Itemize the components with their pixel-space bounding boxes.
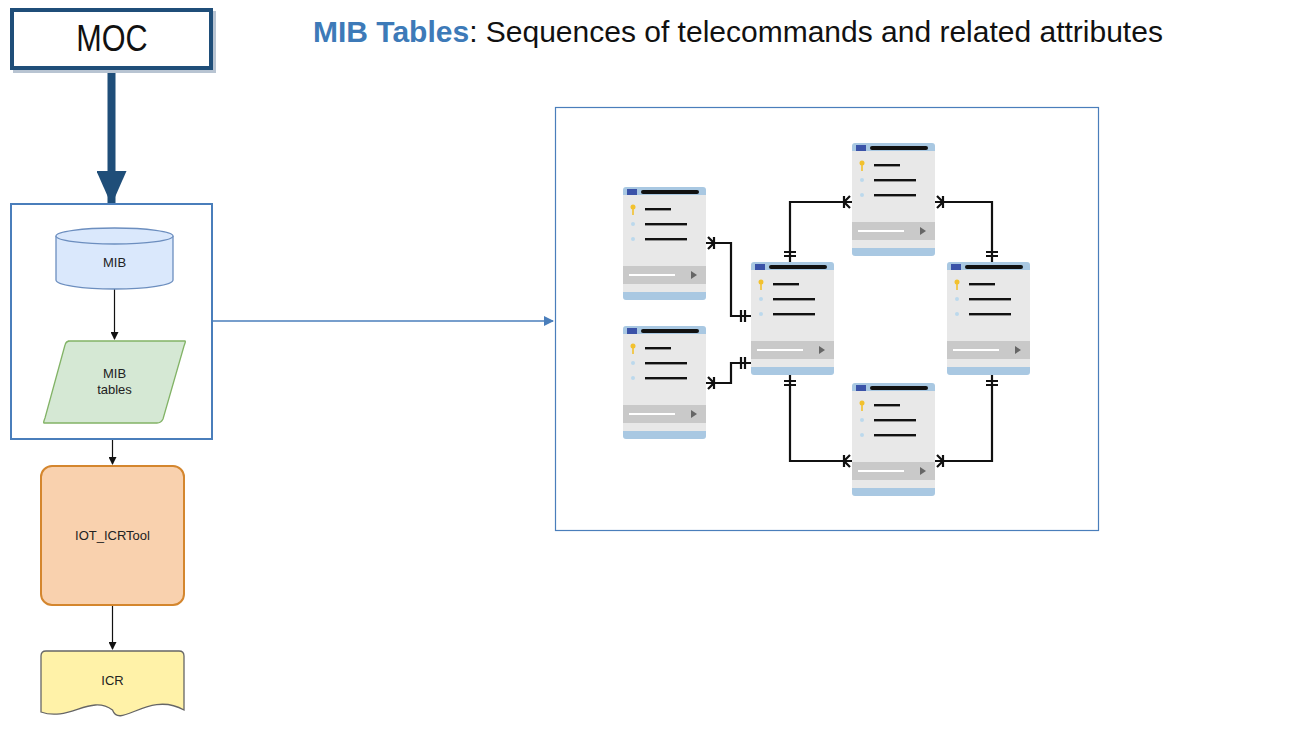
- subtitle-text: : Sequences of telecommands and related …: [469, 15, 1163, 48]
- leader-line: [213, 320, 553, 322]
- process-box: IOT_ICRTool: [40, 465, 185, 606]
- document-shape: ICR: [40, 650, 185, 720]
- table-icon: [623, 326, 706, 439]
- table-icon: [852, 383, 935, 496]
- node-label: ICR: [101, 673, 123, 689]
- data-parallelogram: MIB tables: [42, 340, 187, 424]
- node-label: IOT_ICRTool: [75, 528, 150, 544]
- flow-arrow: [114, 289, 115, 339]
- database-cylinder: MIB: [55, 227, 174, 289]
- node-label: MOC: [76, 17, 147, 60]
- group-frame: MIB MIB tables: [10, 203, 213, 440]
- flow-arrow: [112, 606, 113, 649]
- source-box: MOC: [10, 8, 213, 70]
- table-icon: [852, 143, 935, 256]
- title-text: MIB Tables: [313, 15, 469, 48]
- node-label: MIB tables: [89, 366, 141, 397]
- table-icon: [947, 262, 1030, 375]
- flow-arrow: [108, 70, 116, 203]
- node-label: MIB: [103, 255, 126, 271]
- table-icon: [623, 187, 706, 300]
- illustration-frame: [556, 108, 1099, 531]
- flow-arrow: [112, 440, 113, 464]
- table-icon: [751, 262, 834, 375]
- page-title: MIB Tables: Sequences of telecommands an…: [313, 12, 1163, 52]
